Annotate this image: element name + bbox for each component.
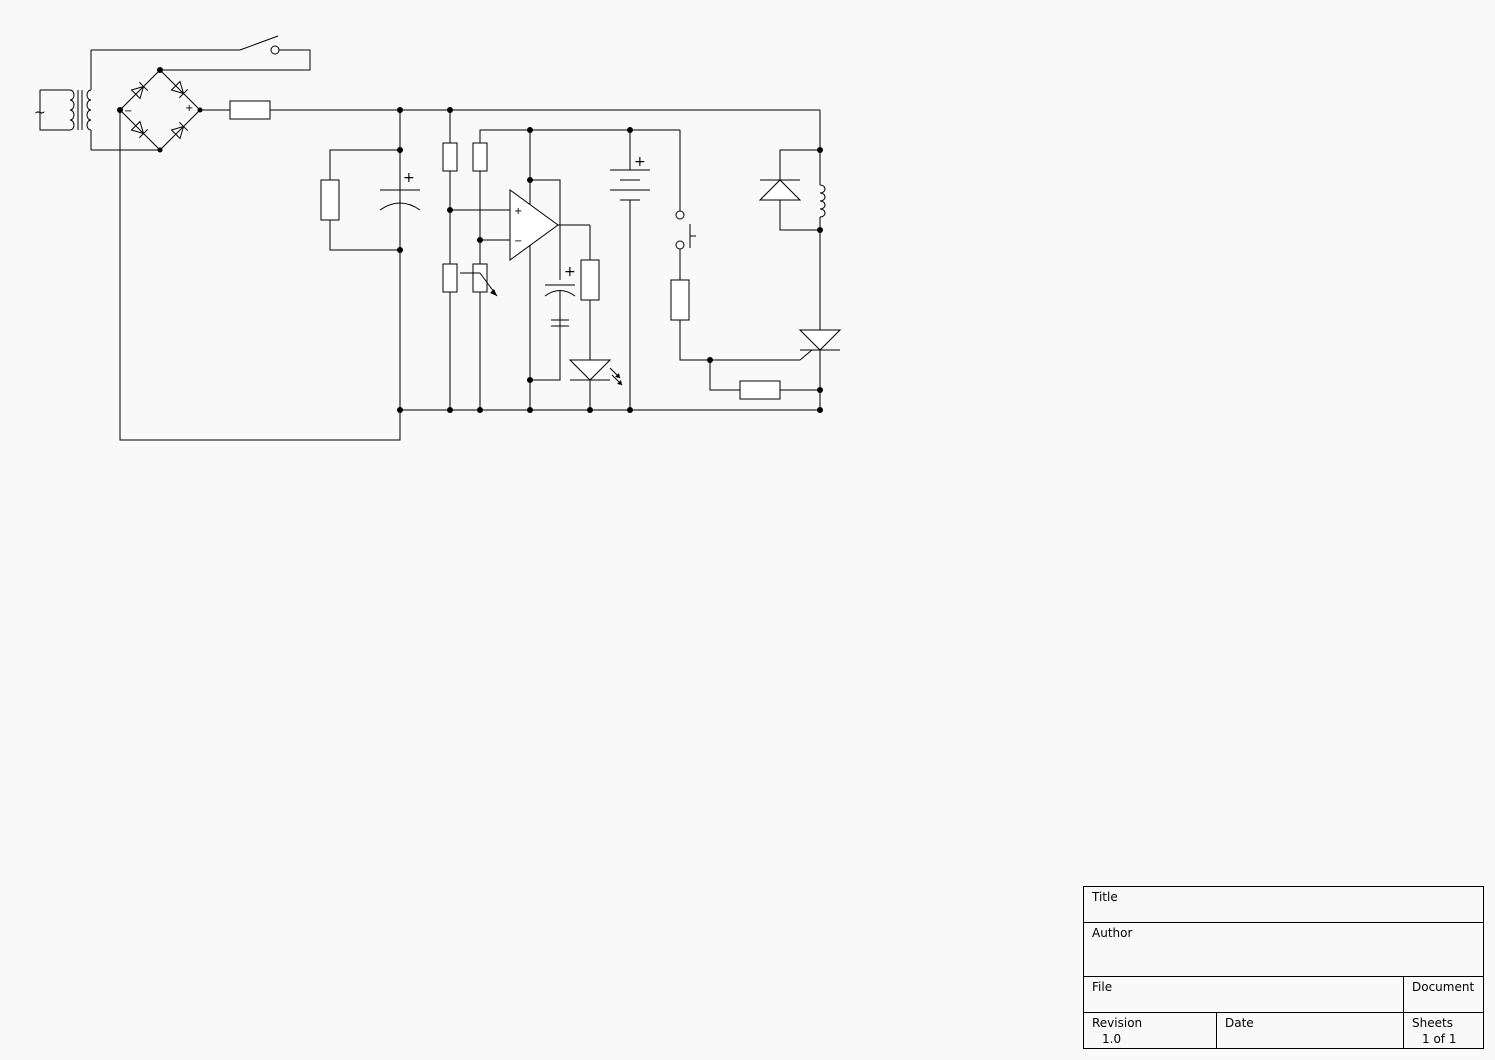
op-amp-comparator[interactable]: + − <box>450 130 590 410</box>
opamp-minus-symbol: − <box>514 236 522 247</box>
series-resistor[interactable] <box>200 100 820 120</box>
title-label: Title <box>1092 890 1118 904</box>
document-cell: Document <box>1403 976 1484 1013</box>
document-label: Document <box>1412 980 1475 994</box>
divider-resistor-top-right[interactable] <box>472 129 530 264</box>
indicator-led[interactable] <box>568 359 623 410</box>
mains-switch[interactable] <box>91 35 311 71</box>
timing-cap-plus-symbol: + <box>564 264 576 280</box>
revision-cell: Revision 1.0 <box>1083 1012 1217 1049</box>
test-push-button[interactable] <box>675 130 696 280</box>
bridge-rectifier[interactable]: + − <box>91 69 201 151</box>
relay-coil[interactable] <box>819 184 826 330</box>
revision-value[interactable]: 1.0 <box>1102 1032 1122 1046</box>
title-block: Title Author File Document Revision 1.0 … <box>1083 886 1484 1050</box>
file-label: File <box>1092 980 1113 994</box>
sheets-cell: Sheets 1 of 1 <box>1403 1012 1484 1049</box>
flyback-diode[interactable] <box>758 149 820 231</box>
opamp-plus-symbol: + <box>514 206 522 217</box>
junction-dots <box>117 67 823 413</box>
divider-resistor-bottom-left[interactable] <box>442 263 458 410</box>
filter-cap-plus-symbol: + <box>403 170 415 186</box>
sheets-label: Sheets <box>1412 1016 1453 1030</box>
led-resistor[interactable] <box>580 225 600 360</box>
sheets-value[interactable]: 1 of 1 <box>1422 1032 1457 1046</box>
transformer[interactable]: ~ <box>34 50 92 150</box>
date-cell: Date <box>1216 1012 1404 1049</box>
author-label: Author <box>1092 926 1133 940</box>
bridge-plus-symbol: + <box>185 103 193 114</box>
filter-capacitor[interactable]: + <box>379 170 421 211</box>
bridge-minus-symbol: − <box>124 106 132 117</box>
gate-resistor[interactable] <box>670 279 800 361</box>
author-cell: Author <box>1083 922 1484 977</box>
trimmer-potentiometer[interactable] <box>460 263 498 410</box>
revision-label: Revision <box>1092 1016 1143 1030</box>
date-label: Date <box>1225 1016 1254 1030</box>
gate-pulldown-resistor[interactable] <box>709 360 820 400</box>
title-cell: Title <box>1083 886 1484 923</box>
divider-resistor-top-left[interactable] <box>442 110 458 264</box>
thyristor-scr[interactable] <box>798 329 842 410</box>
bleeder-resistor[interactable] <box>320 149 400 251</box>
timing-capacitor[interactable]: + <box>544 264 576 327</box>
backup-battery[interactable]: + <box>610 130 650 410</box>
file-cell: File <box>1083 976 1404 1013</box>
battery-plus-symbol: + <box>634 154 646 170</box>
ac-tilde-symbol: ~ <box>34 105 46 121</box>
